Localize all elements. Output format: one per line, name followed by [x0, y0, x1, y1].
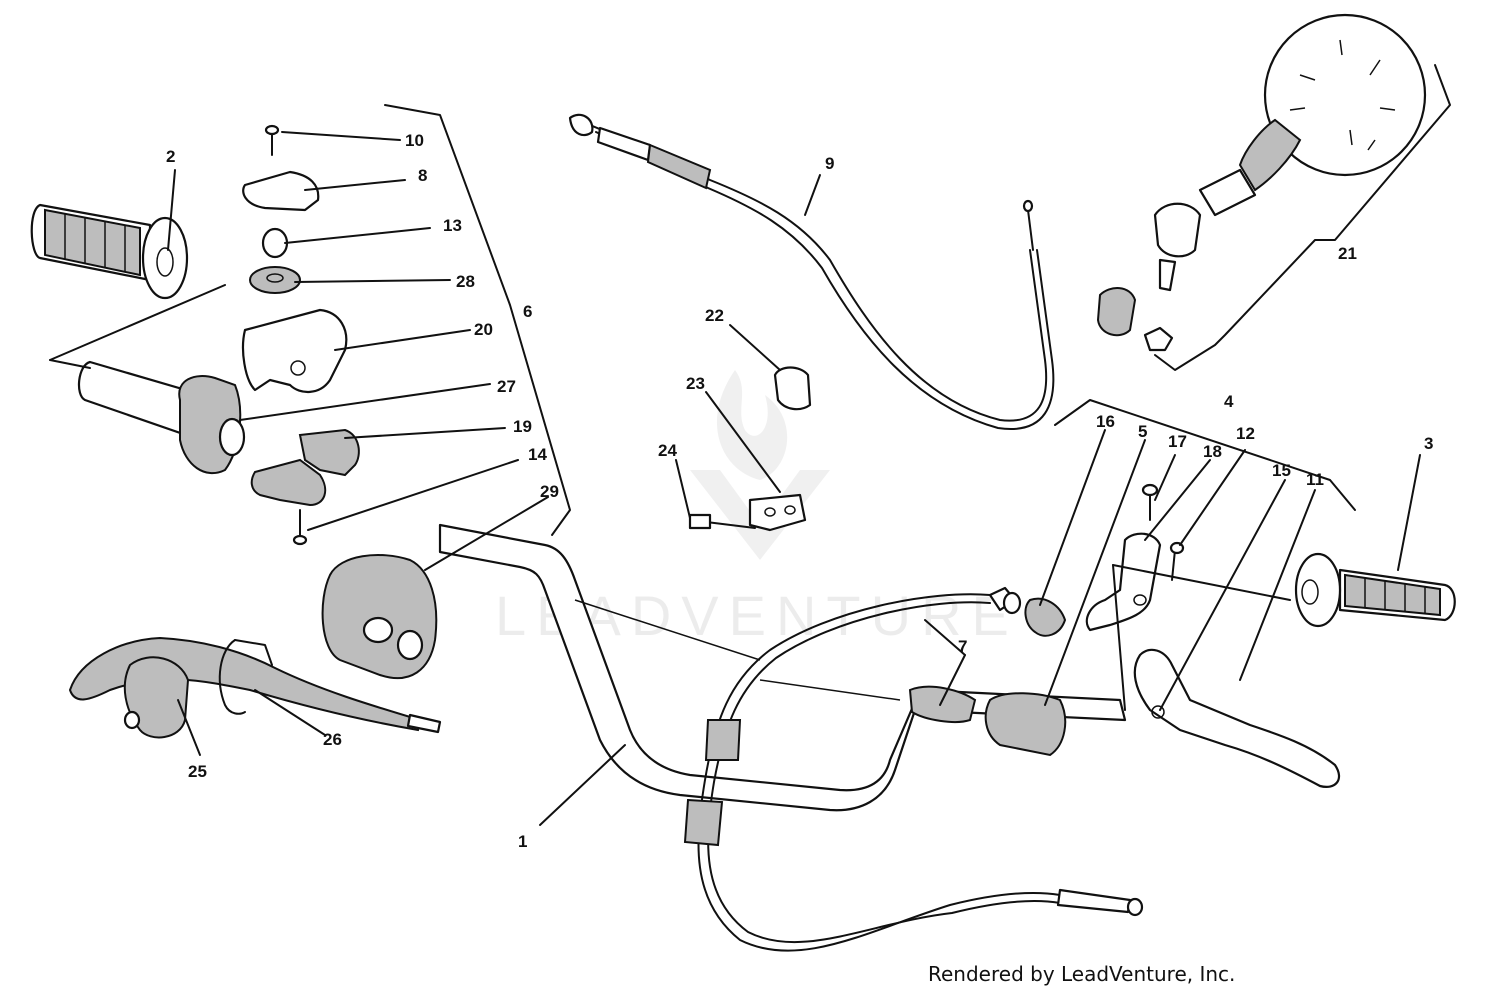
lever-perch	[984, 692, 1067, 757]
callout-1: 1	[518, 832, 527, 851]
callout-13: 13	[443, 216, 462, 235]
callout-2: 2	[166, 147, 175, 166]
callout-16: 16	[1096, 412, 1115, 431]
left-grip	[30, 203, 189, 300]
clutch-cable	[683, 586, 1144, 952]
callout-25: 25	[188, 762, 207, 781]
right-grip	[1294, 552, 1456, 628]
callout-11: 11	[1306, 470, 1324, 489]
callout-3: 3	[1424, 434, 1433, 453]
kill-switch-wire	[68, 636, 442, 739]
render-credit: Rendered by LeadVenture, Inc.	[928, 962, 1236, 986]
callout-9: 9	[825, 154, 834, 173]
callout-23: 23	[686, 374, 705, 393]
callout-28: 28	[456, 272, 475, 291]
callout-7: 7	[958, 637, 967, 656]
callout-10: 10	[405, 131, 424, 150]
mirror	[1096, 13, 1427, 352]
callout-22: 22	[705, 306, 724, 325]
switch-housing	[321, 554, 438, 680]
callout-4: 4	[1224, 392, 1234, 411]
callout-15: 15	[1272, 461, 1291, 480]
lever-clamp	[1085, 483, 1185, 632]
clutch-lever	[1133, 648, 1341, 788]
throttle-assembly	[77, 124, 360, 546]
callout-6: 6	[523, 302, 532, 321]
callout-12: 12	[1236, 424, 1255, 443]
callout-14: 14	[528, 445, 547, 464]
callout-26: 26	[323, 730, 342, 749]
handlebar	[438, 523, 1127, 812]
callout-29: 29	[540, 482, 559, 501]
callout-5: 5	[1138, 422, 1147, 441]
callout-21: 21	[1338, 244, 1357, 263]
clips-and-screw	[688, 366, 812, 532]
callout-8: 8	[418, 166, 427, 185]
callout-19: 19	[513, 417, 532, 436]
callout-17: 17	[1168, 432, 1187, 451]
callout-24: 24	[658, 441, 677, 460]
callout-27: 27	[497, 377, 516, 396]
callout-labels: 1 2 3 4 5 6 7 8 9 10 11 12 13 14 15 16 1…	[166, 131, 1433, 851]
throttle-cable	[568, 113, 1055, 430]
callout-18: 18	[1203, 442, 1222, 461]
leader-lines	[49, 64, 1451, 826]
cable-adjuster	[1024, 597, 1067, 637]
callout-20: 20	[474, 320, 493, 339]
